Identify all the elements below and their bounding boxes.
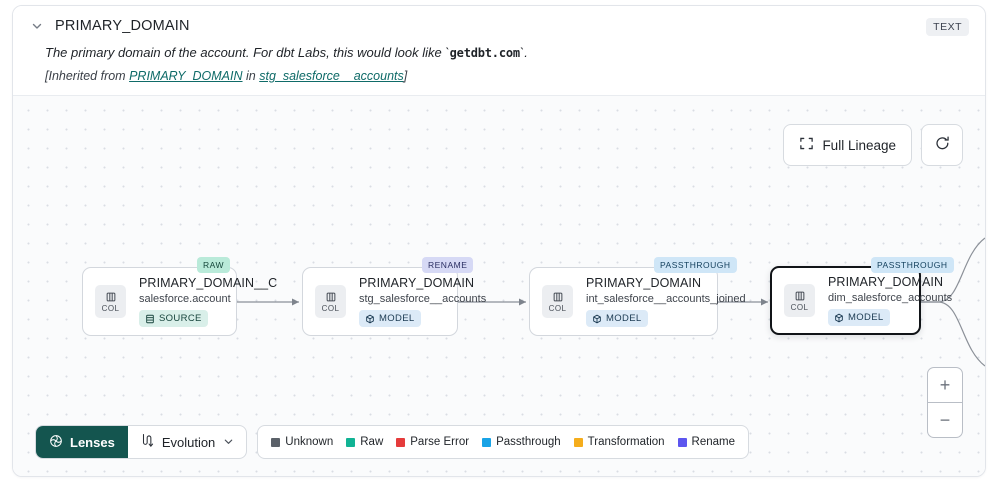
lineage-node[interactable]: PASSTHROUGH COL PRIMARY_DOMAIN int_sales… bbox=[529, 257, 746, 336]
inherited-from-note: [Inherited from PRIMARY_DOMAIN in stg_sa… bbox=[45, 69, 969, 83]
evolution-label: Evolution bbox=[161, 434, 216, 450]
node-tag: PASSTHROUGH bbox=[654, 257, 737, 273]
legend-item: Transformation bbox=[573, 436, 665, 448]
cube-icon bbox=[366, 314, 374, 323]
node-type-badge: MODEL bbox=[359, 310, 421, 327]
evolution-icon bbox=[140, 433, 154, 451]
legend-label: Unknown bbox=[285, 436, 334, 448]
columns-icon: COL bbox=[95, 285, 126, 318]
node-tag: RENAME bbox=[422, 257, 474, 273]
legend-label: Parse Error bbox=[410, 436, 470, 448]
legend-swatch bbox=[271, 437, 281, 447]
legend-label: Rename bbox=[691, 436, 736, 448]
column-description: The primary domain of the account. For d… bbox=[45, 45, 969, 60]
node-type-badge: MODEL bbox=[828, 309, 890, 326]
legend-item: Unknown bbox=[271, 436, 333, 448]
description-prefix: The primary domain of the account. For d… bbox=[45, 45, 450, 60]
node-subtitle: dim_salesforce_accounts bbox=[828, 292, 953, 304]
canvas-controls: Full Lineage bbox=[783, 124, 963, 166]
col-chip-label: COL bbox=[101, 303, 120, 313]
node-title: PRIMARY_DOMAIN bbox=[828, 275, 944, 289]
lineage-node[interactable]: RENAME COL PRIMARY_DOMAIN stg_salesforce… bbox=[302, 257, 486, 336]
node-title: PRIMARY_DOMAIN bbox=[586, 276, 702, 290]
legend-swatch bbox=[573, 437, 583, 447]
inherited-suffix: ] bbox=[403, 69, 408, 83]
legend-swatch bbox=[346, 437, 356, 447]
legend-label: Transformation bbox=[587, 436, 665, 448]
node-subtitle: salesforce.account bbox=[139, 293, 231, 305]
node-subtitle: stg_salesforce__accounts bbox=[359, 293, 487, 305]
columns-icon: COL bbox=[315, 285, 346, 318]
legend-swatch bbox=[482, 437, 492, 447]
chevron-down-icon bbox=[223, 435, 234, 450]
col-chip-label: COL bbox=[548, 303, 567, 313]
node-title: PRIMARY_DOMAIN bbox=[359, 276, 475, 290]
node-type-label: SOURCE bbox=[159, 313, 202, 324]
full-lineage-label: Full Lineage bbox=[822, 137, 896, 153]
node-type-label: MODEL bbox=[379, 313, 415, 324]
page-title: PRIMARY_DOMAIN bbox=[55, 18, 190, 34]
full-lineage-button[interactable]: Full Lineage bbox=[783, 124, 912, 166]
description-code: getdbt.com bbox=[449, 46, 520, 60]
legend-label: Passthrough bbox=[496, 436, 561, 448]
inherited-column-link[interactable]: PRIMARY_DOMAIN bbox=[129, 69, 243, 83]
columns-icon: COL bbox=[784, 284, 815, 317]
legend-item: Raw bbox=[346, 436, 383, 448]
aperture-icon bbox=[49, 434, 63, 451]
node-title: PRIMARY_DOMAIN__C bbox=[139, 276, 278, 290]
lenses-label: Lenses bbox=[70, 434, 115, 450]
lineage-canvas[interactable]: Full Lineage RAW COL PRIMARY_DOMAIN__ bbox=[13, 95, 985, 476]
legend-item: Rename bbox=[677, 436, 736, 448]
lineage-edges bbox=[237, 237, 985, 367]
cube-icon bbox=[593, 314, 601, 323]
legend-item: Parse Error bbox=[396, 436, 469, 448]
col-chip-label: COL bbox=[321, 303, 340, 313]
inherited-model-link[interactable]: stg_salesforce__accounts bbox=[259, 69, 404, 83]
zoom-out-button[interactable]: − bbox=[939, 409, 951, 430]
refresh-icon bbox=[934, 135, 951, 155]
evolution-dropdown[interactable]: Evolution bbox=[128, 426, 246, 458]
node-type-badge: SOURCE bbox=[139, 310, 208, 327]
description-suffix: `. bbox=[519, 45, 528, 60]
zoom-controls: + − bbox=[927, 367, 963, 438]
legend-label: Raw bbox=[360, 436, 384, 448]
node-type-label: MODEL bbox=[606, 313, 642, 324]
cube-icon bbox=[835, 313, 843, 322]
col-chip-label: COL bbox=[790, 302, 809, 312]
chevron-down-icon[interactable] bbox=[29, 18, 45, 34]
legend-swatch bbox=[677, 437, 687, 447]
lineage-node[interactable]: RAW COL PRIMARY_DOMAIN__C salesforce.acc… bbox=[82, 257, 277, 336]
node-type-badge: MODEL bbox=[586, 310, 648, 327]
detail-card: PRIMARY_DOMAIN TEXT The primary domain o… bbox=[12, 5, 986, 477]
lineage-legend: Unknown Raw Parse Error Passthrough Tran… bbox=[257, 425, 750, 459]
card-header: PRIMARY_DOMAIN TEXT The primary domain o… bbox=[13, 6, 985, 93]
type-badge: TEXT bbox=[926, 18, 969, 36]
legend-swatch bbox=[396, 437, 406, 447]
database-icon bbox=[146, 314, 154, 323]
inherited-mid: in bbox=[242, 69, 260, 83]
lineage-node-selected[interactable]: PASSTHROUGH COL PRIMARY_DOMAIN dim_sales… bbox=[770, 257, 954, 335]
node-subtitle: int_salesforce__accounts_joined bbox=[586, 293, 746, 305]
lenses-button[interactable]: Lenses bbox=[36, 426, 128, 458]
refresh-button[interactable] bbox=[921, 124, 963, 166]
node-tag: PASSTHROUGH bbox=[871, 257, 954, 273]
inherited-prefix: [Inherited from bbox=[45, 69, 130, 83]
bottom-toolbar: Lenses Evolution U bbox=[35, 425, 750, 459]
node-type-label: MODEL bbox=[848, 312, 884, 323]
zoom-in-button[interactable]: + bbox=[928, 368, 962, 403]
expand-icon bbox=[799, 136, 814, 154]
node-tag: RAW bbox=[197, 257, 231, 273]
legend-item: Passthrough bbox=[482, 436, 561, 448]
columns-icon: COL bbox=[542, 285, 573, 318]
lenses-segmented-control: Lenses Evolution bbox=[35, 425, 248, 459]
